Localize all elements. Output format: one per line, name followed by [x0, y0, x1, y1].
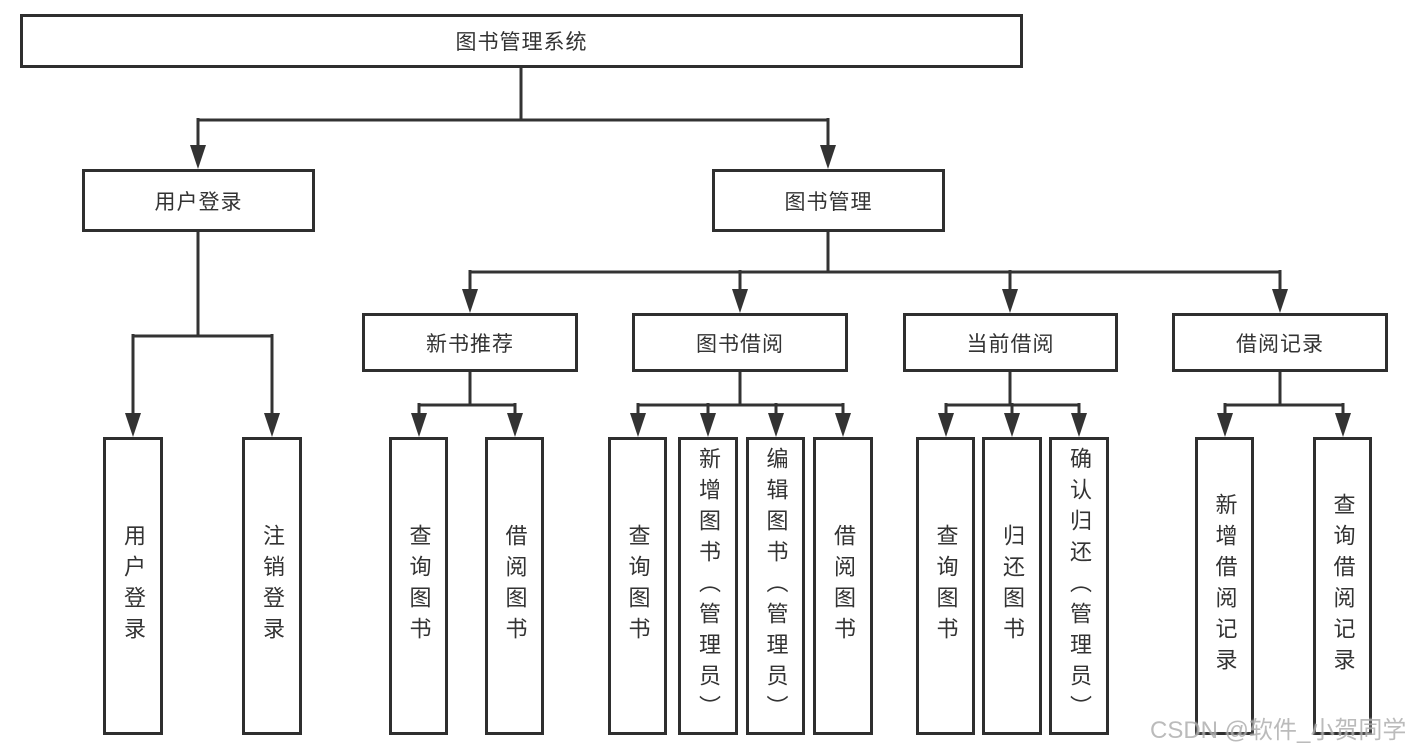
node-book-management-system: 图书管理系统 [20, 14, 1023, 68]
connector-book-borrow-to-leaves [630, 372, 851, 437]
leaf-edit-books-admin: 编辑图书（管理员） [746, 437, 805, 735]
node-label: 注销登录 [260, 524, 285, 648]
node-label: 图书借阅 [696, 332, 784, 356]
node-label: 借阅图书 [502, 524, 528, 648]
leaf-return-books: 归还图书 [982, 437, 1042, 735]
node-borrowing-records: 借阅记录 [1172, 313, 1388, 372]
connector-borrow-records-to-leaves [1217, 372, 1351, 437]
node-label: 新书推荐 [426, 332, 514, 356]
leaf-add-books-admin: 新增图书（管理员） [678, 437, 738, 735]
node-label: 借阅记录 [1236, 332, 1324, 356]
node-label: 图书管理 [784, 190, 873, 214]
connector-user-login-to-leaves [125, 232, 280, 437]
leaf-query-books: 查询图书 [916, 437, 975, 735]
connector-root-to-level2 [190, 68, 836, 169]
leaf-borrow-books: 借阅图书 [485, 437, 544, 735]
node-label: 查询图书 [625, 524, 651, 648]
csdn-watermark: CSDN @软件_小贺同学 [1150, 717, 1405, 744]
node-label: 用户登录 [121, 524, 146, 648]
leaf-borrow-books: 借阅图书 [813, 437, 873, 735]
leaf-query-borrow-record: 查询借阅记录 [1313, 437, 1372, 735]
node-user-login: 用户登录 [82, 169, 315, 232]
connector-new-books-to-leaves [411, 372, 523, 437]
node-label: 查询借阅记录 [1330, 493, 1356, 679]
node-label: 确认归还（管理员） [1067, 446, 1092, 726]
leaf-add-borrow-record: 新增借阅记录 [1195, 437, 1254, 735]
leaf-query-books: 查询图书 [389, 437, 448, 735]
node-label: 新增图书（管理员） [696, 446, 721, 726]
node-label: 查询图书 [406, 524, 432, 648]
leaf-confirm-return-admin: 确认归还（管理员） [1049, 437, 1109, 735]
node-book-management: 图书管理 [712, 169, 945, 232]
node-label: 当前借阅 [966, 332, 1055, 356]
node-label: 编辑图书（管理员） [763, 446, 789, 726]
node-label: 用户登录 [154, 190, 243, 214]
node-label: 借阅图书 [831, 524, 856, 648]
node-new-book-recommendation: 新书推荐 [362, 313, 578, 372]
node-current-borrowing: 当前借阅 [903, 313, 1118, 372]
node-book-borrowing: 图书借阅 [632, 313, 848, 372]
leaf-user-login: 用户登录 [103, 437, 163, 735]
node-label: 归还图书 [1000, 524, 1025, 648]
connector-book-mgmt-to-level3 [462, 232, 1288, 313]
connector-current-borrow-to-leaves [938, 372, 1087, 437]
node-label: 图书管理系统 [455, 31, 588, 54]
node-label: 新增借阅记录 [1212, 493, 1238, 679]
leaf-query-books: 查询图书 [608, 437, 667, 735]
leaf-logout: 注销登录 [242, 437, 302, 735]
node-label: 查询图书 [933, 524, 959, 648]
